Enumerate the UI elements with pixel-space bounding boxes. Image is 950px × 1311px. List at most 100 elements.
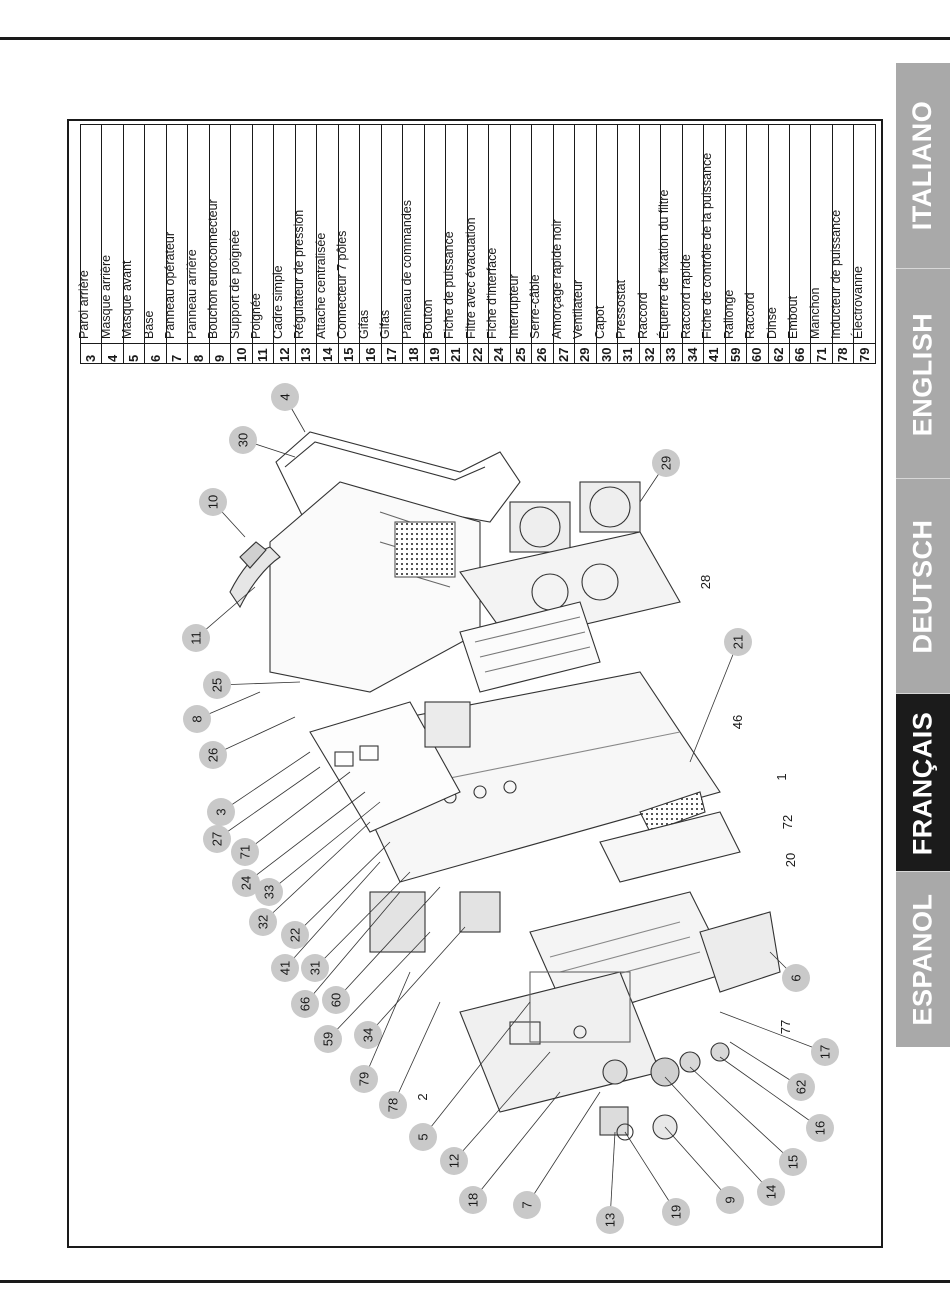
part-number: 26 xyxy=(534,347,550,362)
callout-label: 8 xyxy=(190,715,205,722)
callout-number-72: 72 xyxy=(780,815,795,829)
language-tab-franais[interactable]: FRANÇAIS xyxy=(896,693,950,872)
part-name: Panneau de commandes xyxy=(399,200,414,339)
callout-bubble-5: 5 xyxy=(409,1123,437,1151)
callout-label: 3 xyxy=(214,808,229,815)
part-number: 15 xyxy=(341,347,357,362)
language-tab-espanol[interactable]: ESPANOL xyxy=(896,871,950,1047)
callout-leader-line xyxy=(212,716,296,756)
language-tab-label: ITALIANO xyxy=(907,100,938,231)
part-number: 41 xyxy=(706,347,722,362)
part-name: Paroi arrière xyxy=(77,270,92,339)
callout-leader-line xyxy=(624,1131,677,1213)
part-number: 32 xyxy=(641,347,657,362)
part-name: Poignée xyxy=(249,293,264,339)
parts-row: Serre-câble 26 xyxy=(528,125,554,363)
part-number: 30 xyxy=(598,347,614,362)
language-tab-label: DEUTSCH xyxy=(907,519,938,654)
callout-bubble-24: 24 xyxy=(232,869,260,897)
language-tab-english[interactable]: ENGLISH xyxy=(896,268,950,479)
callout-label: 34 xyxy=(361,1028,376,1042)
callout-label: 31 xyxy=(308,961,323,975)
part-number: 34 xyxy=(684,347,700,362)
callout-label: 13 xyxy=(603,1213,618,1227)
callout-bubble-26: 26 xyxy=(199,741,227,769)
callout-bubble-66: 66 xyxy=(291,990,319,1018)
callout-bubble-7: 7 xyxy=(513,1191,541,1219)
part-name: Raccord xyxy=(743,292,758,339)
part-number: 16 xyxy=(362,347,378,362)
part-name: Manchon xyxy=(807,287,822,339)
callout-bubble-60: 60 xyxy=(322,986,350,1014)
callout-bubble-59: 59 xyxy=(314,1025,342,1053)
callout-label: 15 xyxy=(786,1155,801,1169)
callout-leader-line xyxy=(472,1091,561,1201)
part-name: Masque avant xyxy=(120,260,135,339)
part-name: Base xyxy=(141,310,156,340)
callout-leader-line xyxy=(262,821,371,923)
callout-number-28: 28 xyxy=(698,575,713,589)
part-name: Interrupteur xyxy=(506,274,521,339)
callout-label: 6 xyxy=(789,974,804,981)
callout-label: 33 xyxy=(262,885,277,899)
callout-number-46: 46 xyxy=(730,715,745,729)
part-name: Connecteur 7 pôles xyxy=(335,230,350,339)
part-name: Cadre simple xyxy=(270,265,285,339)
callout-leader-line xyxy=(689,1066,794,1163)
callout-bubble-33: 33 xyxy=(255,878,283,906)
callout-bubble-14: 14 xyxy=(757,1178,785,1206)
part-name: Pressostat xyxy=(614,279,629,339)
part-name: Serre-câble xyxy=(528,274,543,339)
callout-leader-line xyxy=(422,1001,531,1138)
language-tab-italiano[interactable]: ITALIANO xyxy=(896,63,950,268)
callout-label: 7 xyxy=(520,1201,535,1208)
part-name: Équerre de fixation du filtre xyxy=(657,189,672,339)
language-tab-label: ENGLISH xyxy=(907,312,938,436)
callout-bubble-30: 30 xyxy=(229,426,257,454)
callout-bubble-22: 22 xyxy=(281,921,309,949)
part-number: 27 xyxy=(555,347,571,362)
callout-leader-line xyxy=(245,791,366,884)
part-number: 12 xyxy=(276,347,292,362)
callout-label: 12 xyxy=(447,1154,462,1168)
callout-bubble-16: 16 xyxy=(806,1114,834,1142)
part-name: Attache centralisée xyxy=(313,232,328,339)
callout-leader-line xyxy=(392,1001,441,1106)
part-name: Électrovanne xyxy=(850,266,865,339)
callout-bubble-18: 18 xyxy=(459,1186,487,1214)
part-name: Fiche de contrôle de la puissance xyxy=(700,152,715,339)
part-name: Panneau opérateur xyxy=(163,231,178,339)
part-name: Inducteur de puissance xyxy=(829,209,844,339)
callout-label: 71 xyxy=(238,845,253,859)
callout-label: 17 xyxy=(818,1045,833,1059)
language-tab-label: FRANÇAIS xyxy=(907,711,938,855)
callout-bubble-62: 62 xyxy=(787,1073,815,1101)
callout-label: 4 xyxy=(278,393,293,400)
part-number: 31 xyxy=(620,347,636,362)
language-tab-deutsch[interactable]: DEUTSCH xyxy=(896,478,950,694)
part-name: Masque arrière xyxy=(98,254,113,339)
callout-label: 29 xyxy=(659,456,674,470)
callout-number-1: 1 xyxy=(774,773,789,780)
callout-leader-line xyxy=(453,1051,551,1162)
callout-label: 27 xyxy=(210,832,225,846)
part-number: 17 xyxy=(384,347,400,362)
part-number: 13 xyxy=(298,347,314,362)
callout-bubble-9: 9 xyxy=(716,1186,744,1214)
callout-bubble-10: 10 xyxy=(199,488,227,516)
